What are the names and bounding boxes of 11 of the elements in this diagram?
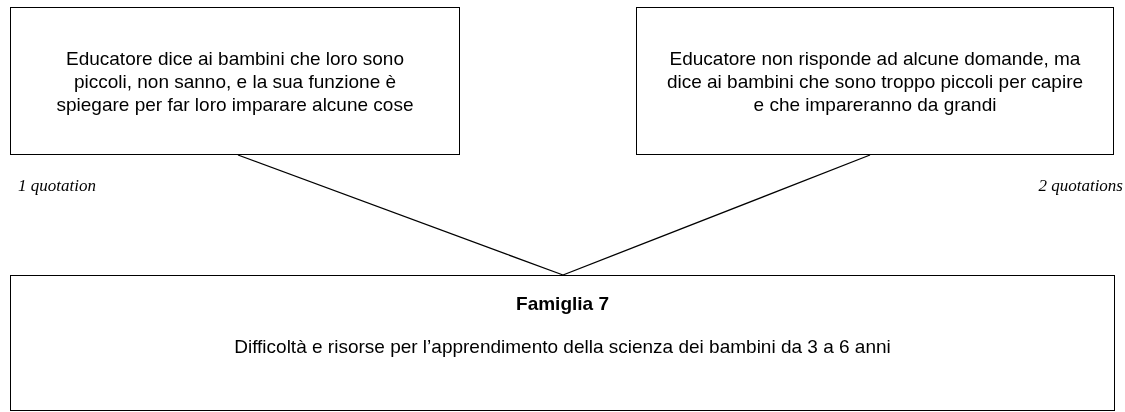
box-heading: Famiglia 7: [516, 292, 609, 315]
connector-line: [237, 154, 564, 276]
text-box: [10, 7, 460, 155]
box-text: Educatore dice ai bambini che loro sono piccoli, non sanno, e la sua funzione è spiegare per far loro imparare alcune cose: [55, 46, 415, 116]
quotation-count: 1 quotation: [18, 176, 96, 196]
box-text: Educatore non risponde ad alcune domande, ma dice ai bambini che sono troppo piccoli per capire e che impareranno da grandi: [665, 46, 1085, 116]
connector-line: [562, 154, 871, 276]
text-box: [636, 7, 1114, 155]
text-box: [10, 275, 1115, 411]
quotation-count: 2 quotations: [1038, 176, 1123, 196]
box-text: Difficoltà e risorse per l’apprendimento della scienza dei bambini da 3 a 6 anni: [234, 335, 891, 358]
